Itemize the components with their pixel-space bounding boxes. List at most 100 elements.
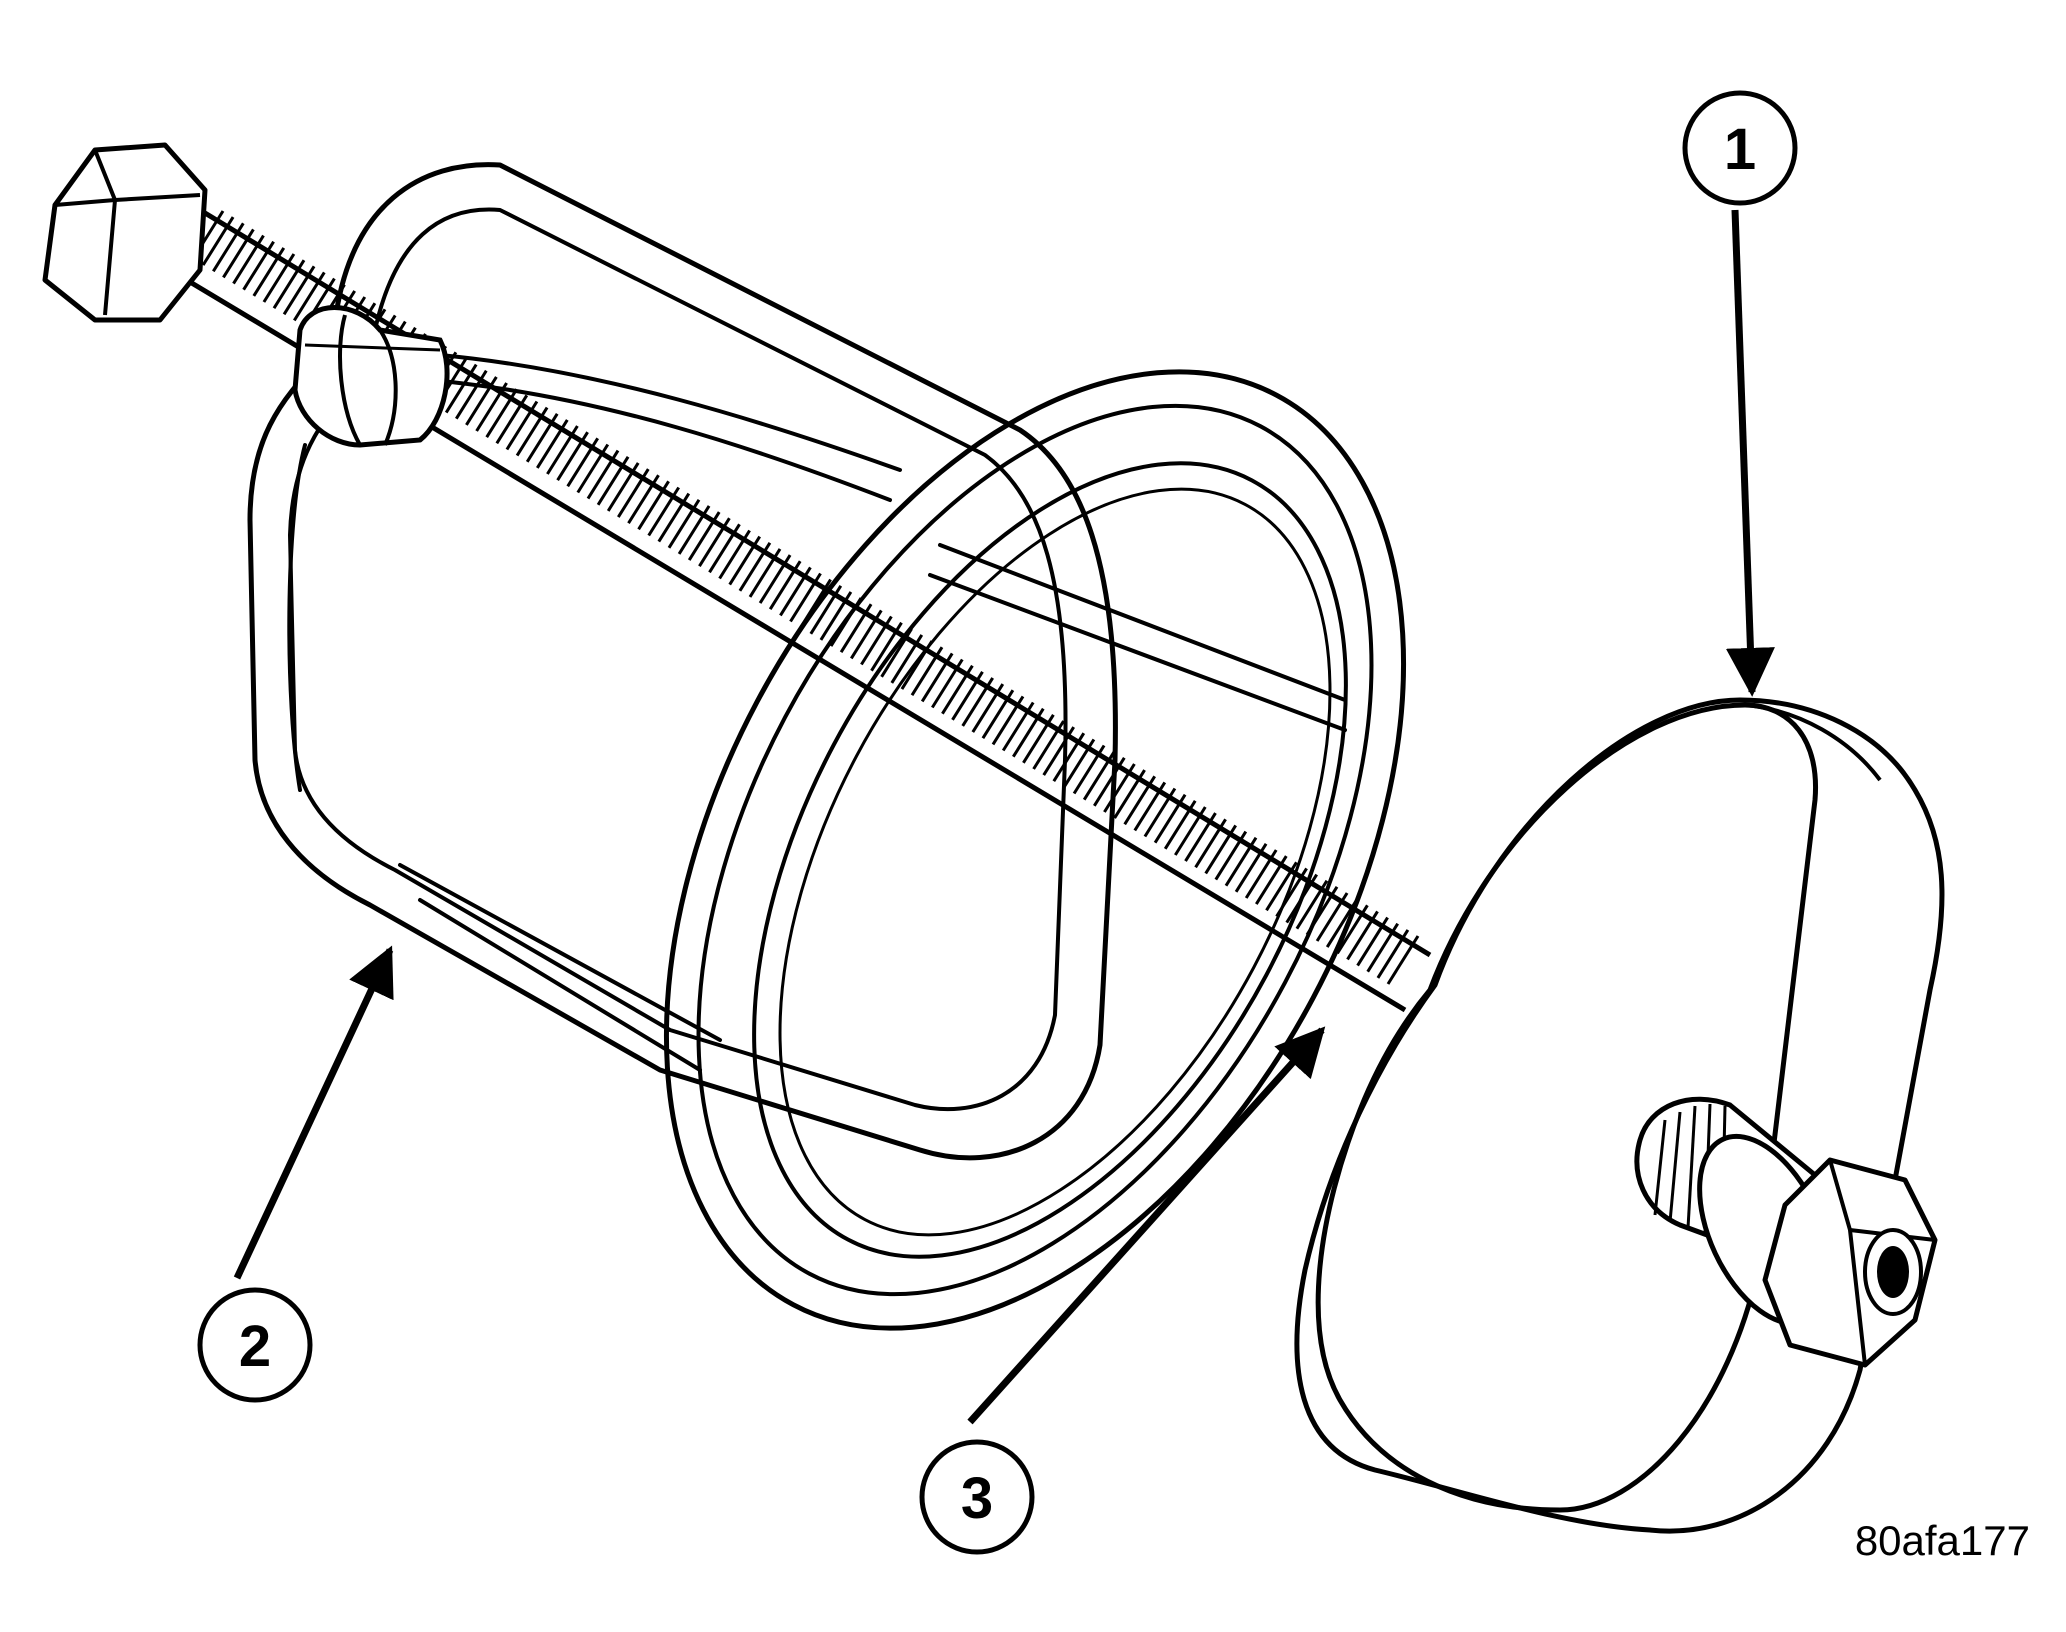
screw-thread — [293, 271, 326, 322]
screw-thread — [1265, 861, 1298, 912]
screw-thread — [931, 658, 964, 709]
installer-disc — [1294, 697, 1945, 1534]
screw-thread — [1325, 898, 1359, 948]
screw-thread — [870, 621, 903, 672]
screw-thread — [1163, 800, 1197, 850]
screw-thread — [698, 517, 731, 567]
screw-thread — [1143, 787, 1177, 838]
screw-thread — [799, 578, 832, 629]
screw-thread — [677, 505, 711, 555]
screw-thread — [1072, 744, 1106, 795]
leader-arrow-1 — [1725, 209, 1775, 697]
screw-thread — [1174, 806, 1207, 856]
screw-thread — [1244, 849, 1278, 899]
screw-thread — [1052, 732, 1086, 782]
screw-thread — [1103, 763, 1136, 813]
screw-thread — [718, 529, 751, 580]
screw-thread — [1376, 929, 1410, 979]
screw-thread — [1184, 812, 1217, 862]
screw-thread — [850, 609, 883, 660]
callout-label-2: 2 — [239, 1314, 271, 1379]
screw-thread — [242, 240, 275, 291]
screw-thread — [1001, 701, 1035, 752]
screw-thread — [282, 265, 316, 316]
screw-thread — [1386, 935, 1420, 985]
screw-thread — [900, 640, 934, 690]
leader-arrow-3 — [967, 1026, 1326, 1425]
screw-thread — [657, 492, 691, 543]
callout-1: 1 — [1682, 90, 1798, 206]
screw-thread — [536, 419, 569, 469]
screw-thread — [272, 259, 306, 309]
callout-label-1: 1 — [1724, 117, 1756, 182]
screw-thread — [1153, 793, 1187, 844]
screw-thread — [1366, 922, 1399, 973]
leader-arrows — [233, 209, 1775, 1425]
disc-nut — [1634, 1096, 1938, 1368]
receiver-ring — [663, 369, 1407, 1331]
screw-thread — [910, 646, 944, 696]
screw-thread — [647, 486, 680, 537]
screw-thread — [890, 634, 924, 684]
screw-thread — [991, 695, 1025, 746]
screw-thread — [971, 683, 1005, 733]
screw-thread — [667, 499, 701, 549]
screw-thread — [201, 216, 235, 266]
screw-thread — [475, 382, 508, 432]
screw-thread — [1032, 720, 1065, 770]
screw-thread — [768, 560, 802, 610]
screw-thread — [829, 597, 863, 647]
screw-collar — [292, 305, 450, 448]
screw-thread — [951, 671, 984, 721]
screw-thread — [515, 406, 549, 457]
screw-thread — [1346, 910, 1379, 961]
screw-thread — [1224, 836, 1258, 887]
screw-thread — [860, 615, 893, 666]
screw-thread — [758, 554, 792, 604]
screw-thread — [505, 400, 539, 451]
screw-thread — [1022, 714, 1055, 764]
screw-thread — [212, 222, 245, 273]
screw-thread — [556, 431, 589, 481]
screw-thread — [444, 363, 478, 414]
screw-thread — [525, 413, 559, 463]
callout-2: 2 — [197, 1287, 313, 1403]
screw-thread — [617, 468, 650, 518]
screw-thread — [981, 689, 1015, 739]
screw-thread — [627, 474, 660, 524]
screw-thread — [920, 652, 954, 703]
screw-thread — [637, 480, 670, 531]
screw-thread — [262, 253, 296, 303]
screw-thread — [586, 449, 620, 500]
screw-thread — [687, 511, 721, 561]
screw-thread — [576, 443, 610, 494]
screw-thread — [839, 603, 873, 653]
callout-label-3: 3 — [961, 1466, 993, 1531]
screw-thread — [1062, 738, 1096, 789]
screw-thread — [546, 425, 579, 475]
hex-bolt-head — [42, 142, 208, 323]
screw-thread — [1082, 750, 1116, 801]
screw-thread — [789, 572, 822, 623]
screw-thread — [809, 585, 843, 635]
screw-thread — [252, 247, 286, 297]
screw-thread — [880, 628, 913, 678]
screw-thread — [1255, 855, 1288, 905]
screw-thread — [1234, 843, 1268, 893]
screw-thread — [465, 376, 498, 426]
figure-code: 80afa177 — [1855, 1517, 2030, 1564]
leader-arrow-2 — [233, 945, 394, 1280]
screw-thread — [606, 462, 640, 512]
screw-thread — [1214, 830, 1248, 881]
screw-thread — [1336, 904, 1369, 955]
screw-thread — [566, 437, 599, 488]
screw-thread — [779, 566, 812, 617]
screw-thread — [1133, 781, 1167, 832]
callout-circle — [919, 1439, 1035, 1555]
screw-thread — [1123, 775, 1156, 826]
screw-thread — [1204, 824, 1237, 875]
screw-thread — [485, 388, 518, 438]
screw-thread — [495, 394, 529, 445]
screw-thread — [738, 542, 772, 592]
